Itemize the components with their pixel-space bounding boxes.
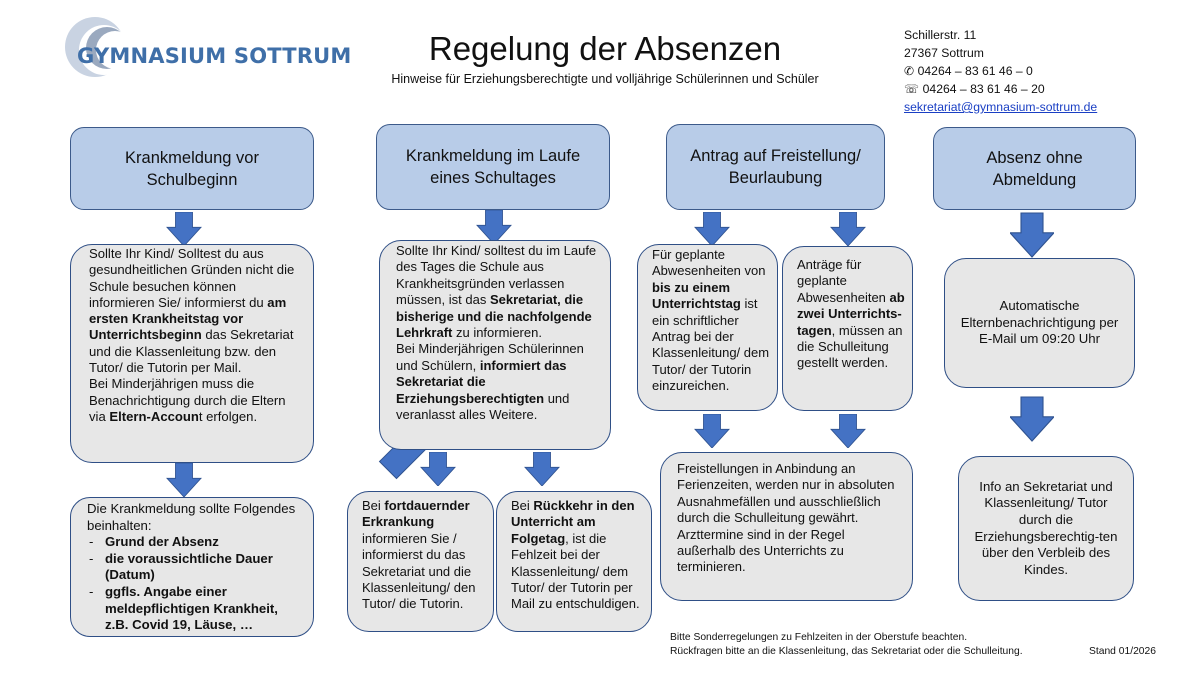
footer-line-rueckfragen: Rückfragen bitte an die Klassenleitung, … — [670, 646, 1023, 657]
page-title: Regelung der Absenzen — [428, 30, 782, 67]
heading-krankmeldung-vor-schulbeginn: Krankmeldung vor Schulbeginn — [70, 127, 314, 210]
arrow-down-icon — [166, 463, 202, 497]
box-bis-ein-unterrichtstag: Für geplante Abwesenheiten von bis zu ei… — [637, 244, 778, 411]
inhalt-list: Grund der Absenz die voraussichtliche Da… — [87, 534, 305, 634]
heading-krankmeldung-im-laufe: Krankmeldung im Laufe eines Schultages — [376, 124, 610, 210]
list-item: Grund der Absenz — [87, 534, 305, 551]
box-ab-zwei-unterrichtstagen: Anträge für geplante Abwesenheiten ab zw… — [782, 246, 913, 411]
arrow-down-icon — [476, 210, 512, 244]
arrow-down-icon — [694, 212, 730, 246]
fax-icon: ☏ — [904, 82, 920, 96]
box-info-verbleib: Info an Sekretariat und Klassenleitung/ … — [958, 456, 1134, 601]
box-freistellung-ferien: Freistellungen in Anbindung an Ferienzei… — [660, 452, 913, 601]
contact-fax: 04264 – 83 61 46 – 20 — [922, 82, 1045, 96]
contact-phone: 04264 – 83 61 46 – 0 — [917, 64, 1033, 78]
box-krankmeldung-im-laufe-details: Sollte Ihr Kind/ solltest du im Laufe de… — [379, 240, 611, 450]
contact-block: Schillerstr. 11 27367 Sottrum ✆ 04264 – … — [904, 26, 1134, 116]
box-krankmeldung-inhalt: Die Krankmeldung sollte Folgendes beinha… — [70, 497, 314, 637]
box-automatische-benachrichtigung: Automatische Elternbenachrichtigung per … — [944, 258, 1135, 388]
heading-absenz-ohne-abmeldung: Absenz ohne Abmeldung — [933, 127, 1136, 210]
box-krankmeldung-details: Sollte Ihr Kind/ Solltest du aus gesundh… — [70, 244, 314, 463]
box-rueckkehr-folgetag: Bei Rückkehr in den Unterricht am Folget… — [496, 491, 652, 632]
contact-email-link[interactable]: sekretariat@gymnasium-sottrum.de — [904, 100, 1098, 114]
arrow-down-icon — [830, 212, 866, 246]
arrow-down-icon — [694, 414, 730, 448]
footer-line-oberstufe: Bitte Sonderregelungen zu Fehlzeiten in … — [670, 632, 968, 643]
phone-icon: ✆ — [904, 64, 915, 78]
arrow-down-icon — [830, 414, 866, 448]
page-subtitle: Hinweise für Erziehungsberechtigte und v… — [391, 72, 819, 86]
arrow-down-icon — [1010, 212, 1054, 258]
heading-antrag-freistellung: Antrag auf Freistellung/ Beurlaubung — [666, 124, 885, 210]
contact-city: 27367 Sottrum — [904, 46, 984, 60]
footer-stand: Stand 01/2026 — [1089, 646, 1156, 657]
arrow-down-icon — [524, 452, 560, 486]
logo-text: GYMNASIUM SOTTRUM — [77, 44, 352, 68]
list-item: die voraussichtliche Dauer (Datum) — [87, 551, 305, 584]
box-fortdauernde-erkrankung: Bei fortdauernder Erkrankung informieren… — [347, 491, 494, 632]
footer-notes: Bitte Sonderregelungen zu Fehlzeiten in … — [670, 631, 1090, 659]
school-logo: GYMNASIUM SOTTRUM — [55, 14, 355, 80]
arrow-down-icon — [1010, 396, 1054, 442]
contact-street: Schillerstr. 11 — [904, 28, 977, 42]
logo-swoosh-icon — [65, 17, 134, 77]
list-item: ggfls. Angabe einer meldepflichtigen Kra… — [87, 584, 305, 634]
arrow-down-icon — [420, 452, 456, 486]
arrow-down-icon — [166, 212, 202, 246]
